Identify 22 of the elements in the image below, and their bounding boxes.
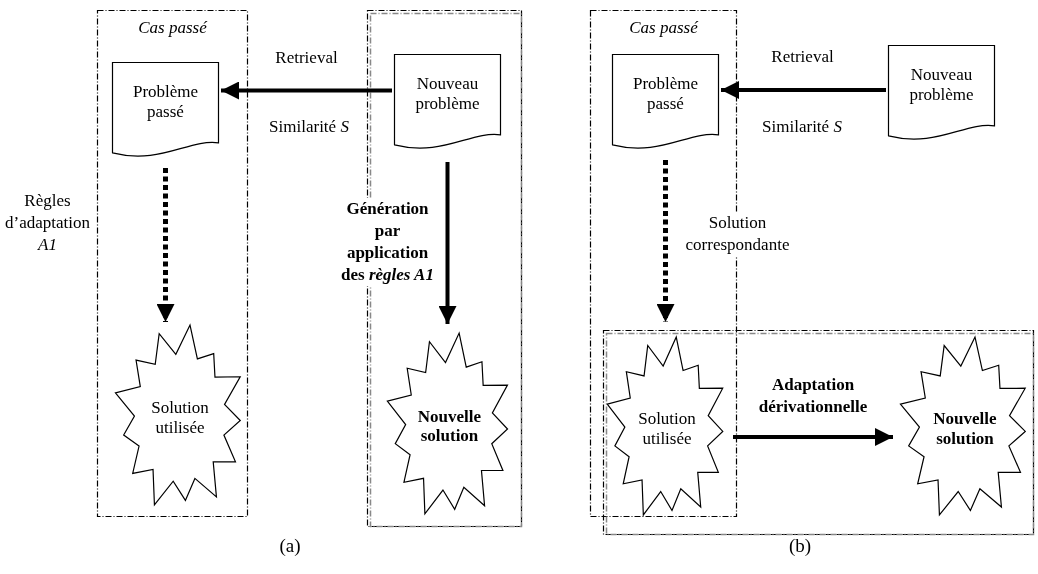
panel-caption: (b) [787, 534, 813, 558]
arrow [156, 168, 175, 322]
node-label: Nouvelle solution [416, 406, 483, 446]
node-label: Nouveau problème [414, 74, 481, 114]
arrow [733, 428, 893, 446]
arrow [221, 81, 392, 100]
arrow [656, 160, 675, 322]
panel-caption: (a) [278, 534, 302, 558]
dashed-frame [97, 10, 248, 517]
dashed-frame [603, 330, 1034, 535]
arrow [438, 162, 457, 324]
node-label: Problème passé [131, 82, 200, 122]
arrow [721, 81, 886, 99]
annotation-text: Similarité S [268, 116, 350, 138]
node-label: Solution utilisée [637, 409, 697, 449]
node-label: Cas passé [137, 18, 208, 38]
node-label: Problème passé [631, 74, 700, 114]
annotation-text: Similarité S [761, 116, 843, 138]
node-label: Cas passé [628, 18, 699, 38]
node-label: Nouvelle solution [932, 409, 998, 449]
node-label: Nouveau problème [908, 65, 975, 105]
node-label: Solution utilisée [150, 398, 210, 438]
